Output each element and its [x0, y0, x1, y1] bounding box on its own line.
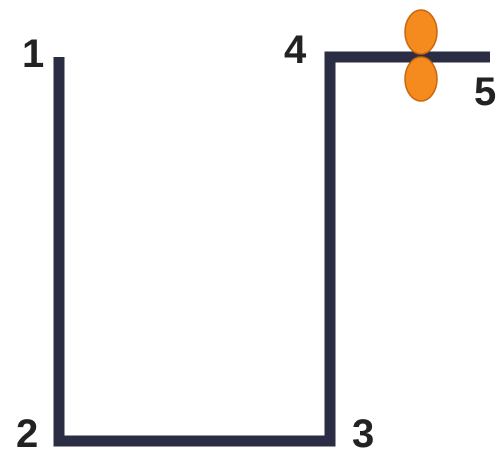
point-label-2: 2	[16, 412, 39, 456]
point-label-3: 3	[352, 412, 375, 456]
point-label-5: 5	[474, 70, 496, 114]
edge-text-fragment: )	[0, 306, 1, 345]
point-label-1: 1	[22, 32, 45, 76]
marker-lower-lobe	[404, 56, 438, 102]
wire-path	[53, 51, 490, 447]
marker-upper-lobe	[404, 9, 438, 55]
path-diagram	[53, 9, 490, 447]
point-label-4: 4	[284, 28, 307, 72]
